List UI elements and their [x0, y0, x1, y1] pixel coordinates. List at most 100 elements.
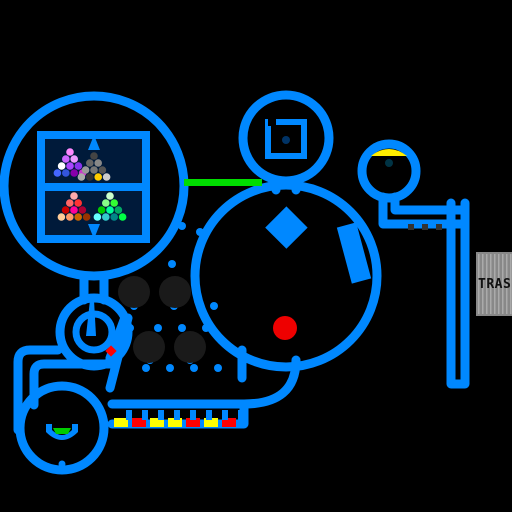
sorter-ball — [106, 192, 114, 200]
peg — [210, 302, 218, 310]
sorter-ball — [78, 206, 87, 214]
sorter-top-notch — [88, 135, 100, 150]
chute-left — [13, 345, 63, 435]
sorter-ball — [70, 192, 78, 200]
sorter-ball — [94, 173, 102, 181]
pipe-network — [0, 90, 470, 475]
conveyor-tooth — [222, 410, 228, 420]
collector-dot — [58, 460, 66, 468]
sorter-ball — [66, 213, 74, 221]
sorter-ball — [62, 155, 70, 163]
sorter-ball — [102, 213, 110, 221]
peg — [190, 364, 198, 372]
hopper-neck — [271, 175, 301, 195]
trash-stripe — [486, 254, 488, 314]
blue-diamond-block[interactable] — [265, 206, 308, 249]
sorter-ball — [81, 166, 90, 174]
sorter-ball — [57, 162, 66, 170]
sorter-ball — [106, 206, 114, 214]
chute-slant — [105, 313, 133, 393]
conveyor-segment — [150, 418, 164, 427]
dispenser-pipe-marks — [408, 224, 442, 230]
trash-bin[interactable]: TRASH — [476, 252, 512, 316]
hopper-ball — [282, 136, 290, 144]
sorter-ball — [57, 213, 66, 221]
sorter-ball — [98, 166, 107, 174]
sorter-ball — [62, 169, 70, 177]
sorter-ball — [86, 173, 94, 181]
spinner-stem — [86, 300, 96, 336]
collector-cup — [46, 424, 78, 440]
sorter-ball — [74, 213, 82, 221]
dispenser-pipe — [378, 192, 470, 229]
trash-stripe — [498, 254, 500, 314]
sorter-ball — [97, 206, 106, 214]
conveyor-tooth — [158, 410, 164, 420]
conveyor-tooth — [142, 410, 148, 420]
trash-stripe — [510, 254, 512, 314]
peg — [154, 324, 162, 332]
sorter-ball — [66, 199, 74, 207]
trash-stripe — [482, 254, 484, 314]
sorter-ball — [77, 173, 86, 181]
balls-top-right — [77, 152, 111, 181]
hopper-box — [265, 118, 307, 159]
conveyor-segment — [186, 418, 200, 427]
balls-bottom-left — [57, 192, 91, 221]
sorter-ball — [82, 213, 91, 221]
conveyor-segment — [132, 418, 146, 427]
sorter-box — [37, 131, 150, 243]
peg — [202, 324, 210, 332]
peg — [126, 324, 134, 332]
blue-paddle[interactable] — [336, 222, 372, 284]
mixing-chamber — [190, 180, 382, 372]
sorter-ball — [70, 206, 78, 214]
right-tube — [446, 198, 470, 389]
sorter-ball — [74, 162, 83, 170]
trash-stripe — [478, 254, 480, 314]
sorter-ball — [118, 213, 127, 221]
sorter-ball — [102, 173, 111, 181]
conveyor-tooth — [238, 410, 244, 420]
peg — [142, 364, 150, 372]
sorter-ball — [90, 152, 98, 160]
dark-bumpers — [118, 276, 206, 363]
sorter-ball — [66, 162, 74, 170]
trash-stripe — [494, 254, 496, 314]
green-connector-bar — [184, 179, 262, 186]
sorter-bottom-notch — [88, 224, 100, 239]
conveyor-tooth — [206, 410, 212, 420]
peg — [166, 364, 174, 372]
conveyor-segment — [222, 418, 236, 427]
peg — [178, 222, 186, 230]
sorter-ball — [114, 206, 123, 214]
sorter-ball — [90, 166, 98, 174]
conveyor-segment — [168, 418, 182, 427]
dispenser-yellow-cap — [371, 149, 407, 156]
sorter-ball — [102, 199, 110, 207]
peg — [178, 324, 186, 332]
sorter-ball — [74, 199, 82, 207]
red-ball[interactable] — [273, 316, 297, 340]
hopper-frame — [265, 119, 307, 159]
conveyor-segment — [204, 418, 218, 427]
peg — [168, 260, 176, 268]
sorter-ball — [93, 213, 102, 221]
collector-green-fill — [53, 428, 71, 434]
hopper-gap — [268, 118, 276, 126]
conveyor-belt — [114, 410, 244, 427]
sorter-ball — [70, 169, 78, 177]
trash-label: TRASH — [478, 277, 512, 292]
sorter-ball — [110, 199, 118, 207]
conveyor-tooth — [190, 410, 196, 420]
sorter-neck — [79, 271, 109, 305]
peg — [214, 364, 222, 372]
balls-bottom-right — [93, 192, 127, 221]
trash-stripe — [502, 254, 504, 314]
sorter-ball — [66, 148, 74, 156]
trash-stripe — [490, 254, 492, 314]
trash-stripes — [478, 254, 512, 314]
sorter-ball — [53, 169, 62, 177]
